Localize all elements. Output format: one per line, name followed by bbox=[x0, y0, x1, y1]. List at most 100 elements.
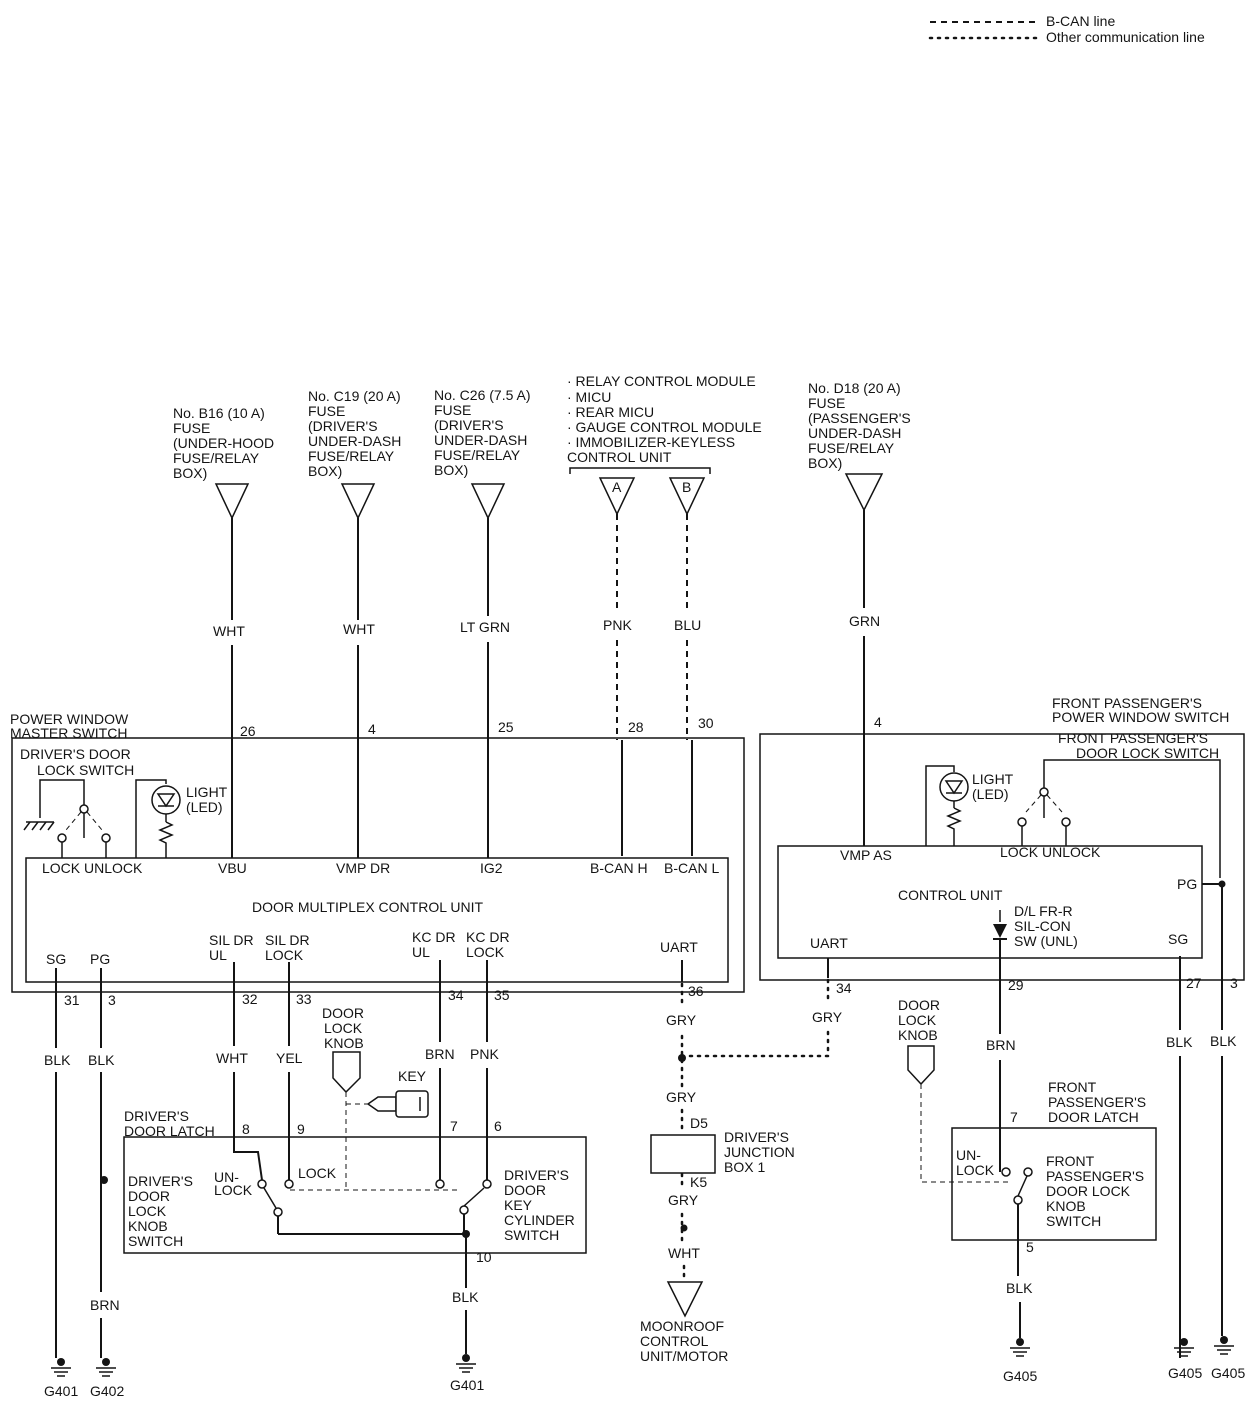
fuse-b16-label: No. B16 (10 A) FUSE (UNDER-HOOD FUSE/REL… bbox=[173, 405, 274, 481]
ground-g402 bbox=[96, 1358, 116, 1377]
svg-text:FUSE/RELAY: FUSE/RELAY bbox=[808, 440, 895, 456]
moonroof-splice bbox=[680, 1224, 688, 1232]
svg-text:BOX): BOX) bbox=[808, 455, 842, 471]
passenger-led-label-1: LIGHT bbox=[972, 771, 1014, 787]
pin-34: 34 bbox=[448, 987, 464, 1003]
fuse-d18-terminal bbox=[844, 473, 884, 512]
ground-g405-c bbox=[1214, 1336, 1234, 1355]
svg-text:BOX): BOX) bbox=[434, 462, 468, 478]
cylinder-switch-label-4: CYLINDER bbox=[504, 1212, 575, 1228]
svg-text:(PASSENGER'S: (PASSENGER'S bbox=[808, 410, 911, 426]
uart-splice bbox=[678, 1054, 686, 1062]
fuse-c26-label: No. C26 (7.5 A) FUSE (DRIVER'S UNDER-DAS… bbox=[434, 387, 531, 478]
pass-knob-switch-contacts bbox=[1001, 1167, 1033, 1205]
master-led-label-2: (LED) bbox=[186, 799, 223, 815]
kc-dr-ul-terminal-1: KC DR bbox=[412, 929, 456, 945]
junction-label-1: DRIVER'S bbox=[724, 1129, 789, 1145]
cylinder-switch-label-2: DOOR bbox=[504, 1182, 546, 1198]
bcan-a-terminal bbox=[598, 477, 636, 516]
latch-lock-label: LOCK bbox=[298, 1165, 337, 1181]
kc-dr-lock-terminal-2: LOCK bbox=[466, 944, 505, 960]
moonroof-label-2: CONTROL bbox=[640, 1333, 709, 1349]
ground-g401-b-label: G401 bbox=[450, 1377, 484, 1393]
wire-latch-ground-color: BLK bbox=[452, 1289, 479, 1305]
svg-text:(UNDER-HOOD: (UNDER-HOOD bbox=[173, 435, 274, 451]
pass-latch-pin-7: 7 bbox=[1010, 1109, 1018, 1125]
sil-dr-ul-terminal-1: SIL DR bbox=[209, 932, 254, 948]
wire-pass-latch-color: BLK bbox=[1006, 1280, 1033, 1296]
vmp-dr-terminal: VMP DR bbox=[336, 860, 390, 876]
passenger-lock-unlock-terminal: LOCK UNLOCK bbox=[1000, 844, 1101, 860]
pass-knob-label-2: LOCK bbox=[898, 1012, 937, 1028]
wire-vbu-color: WHT bbox=[213, 623, 245, 639]
wire-pass-pg-color: BLK bbox=[1210, 1033, 1237, 1049]
wire-sil-lock-color: YEL bbox=[276, 1050, 303, 1066]
wire-sg-color: BLK bbox=[44, 1052, 71, 1068]
svg-text:No. D18 (20 A): No. D18 (20 A) bbox=[808, 380, 901, 396]
latch-pin-7: 7 bbox=[450, 1118, 458, 1134]
door-multiplex-control-unit-label: DOOR MULTIPLEX CONTROL UNIT bbox=[252, 899, 483, 915]
driver-knob-switch-contacts bbox=[257, 1179, 294, 1234]
bcan-h-terminal: B-CAN H bbox=[590, 860, 648, 876]
wire-pass-brn-color: BRN bbox=[986, 1037, 1016, 1053]
ground-g401-a bbox=[51, 1358, 71, 1377]
pass-latch-unlock-1: UN- bbox=[956, 1147, 981, 1163]
wire-pg-brn-color: BRN bbox=[90, 1297, 120, 1313]
ground-g405-b bbox=[1174, 1338, 1194, 1357]
moonroof-label-1: MOONROOF bbox=[640, 1318, 724, 1334]
front-passenger-power-window-switch bbox=[759, 733, 1245, 981]
pin-32: 32 bbox=[242, 991, 258, 1007]
pass-switch-label-3: DOOR LOCK bbox=[1046, 1183, 1131, 1199]
driver-knob-label-1: DOOR bbox=[322, 1005, 364, 1021]
ground-g405-a bbox=[1010, 1338, 1030, 1357]
driver-knob-label-2: LOCK bbox=[324, 1020, 363, 1036]
wire-kc-lock-color: PNK bbox=[470, 1046, 499, 1062]
passenger-sg-terminal: SG bbox=[1168, 931, 1188, 947]
wire-sil-ul-lower bbox=[233, 1072, 263, 1181]
bcan-l-terminal: B-CAN L bbox=[664, 860, 719, 876]
svg-text:(DRIVER'S: (DRIVER'S bbox=[308, 418, 378, 434]
driver-knob-label-3: KNOB bbox=[324, 1035, 364, 1051]
ig2-terminal: IG2 bbox=[480, 860, 503, 876]
pass-pin-29: 29 bbox=[1008, 977, 1024, 993]
svg-text:· IMMOBILIZER-KEYLESS: · IMMOBILIZER-KEYLESS bbox=[567, 434, 735, 450]
wire-ig2-color: LT GRN bbox=[460, 619, 510, 635]
svg-text:No. B16 (10 A): No. B16 (10 A) bbox=[173, 405, 265, 421]
door-multiplex-control-unit bbox=[25, 857, 729, 983]
cylinder-switch-label-1: DRIVER'S bbox=[504, 1167, 569, 1183]
pin-36: 36 bbox=[688, 983, 704, 999]
fuse-d18-label: No. D18 (20 A) FUSE (PASSENGER'S UNDER-D… bbox=[808, 380, 911, 471]
svg-text:BOX): BOX) bbox=[173, 465, 207, 481]
svg-text:FUSE/RELAY: FUSE/RELAY bbox=[173, 450, 260, 466]
svg-text:· MICU: · MICU bbox=[567, 389, 611, 405]
driver-door-lock-knob bbox=[332, 1051, 361, 1094]
ground-g401-a-label: G401 bbox=[44, 1383, 78, 1399]
pass-pin-34: 34 bbox=[836, 980, 852, 996]
dl-label-2: SIL-CON bbox=[1014, 918, 1071, 934]
bcan-b-terminal bbox=[668, 477, 706, 516]
junction-label-2: JUNCTION bbox=[724, 1144, 795, 1160]
passenger-pg-terminal: PG bbox=[1177, 876, 1197, 892]
passenger-led bbox=[925, 765, 969, 846]
svg-text:· REAR MICU: · REAR MICU bbox=[567, 404, 654, 420]
latch-pin-8: 8 bbox=[242, 1121, 250, 1137]
wire-uart-color-1: GRY bbox=[666, 1012, 697, 1028]
fuse-c19-label: No. C19 (20 A) FUSE (DRIVER'S UNDER-DASH… bbox=[308, 388, 401, 479]
svg-text:· RELAY CONTROL MODULE: · RELAY CONTROL MODULE bbox=[567, 373, 756, 389]
wire-vmpdr-color: WHT bbox=[343, 621, 375, 637]
pass-pin-4: 4 bbox=[874, 714, 882, 730]
fuse-b16-terminal bbox=[214, 483, 250, 520]
master-led bbox=[135, 779, 181, 858]
drivers-junction-box-1 bbox=[650, 1134, 716, 1174]
ground-g405-b-label: G405 bbox=[1168, 1365, 1202, 1381]
svg-text:FUSE: FUSE bbox=[308, 403, 345, 419]
passenger-led-label-2: (LED) bbox=[972, 786, 1009, 802]
passenger-switch-title-2: POWER WINDOW SWITCH bbox=[1052, 709, 1229, 725]
wire-pg-color: BLK bbox=[88, 1052, 115, 1068]
svg-text:UNDER-DASH: UNDER-DASH bbox=[808, 425, 901, 441]
knob-switch-label-1: DRIVER'S bbox=[128, 1173, 193, 1189]
latch-unlock-label-1: UN- bbox=[214, 1169, 239, 1185]
passenger-control-unit-label: CONTROL UNIT bbox=[898, 887, 1003, 903]
fuse-c26-terminal bbox=[470, 483, 506, 520]
